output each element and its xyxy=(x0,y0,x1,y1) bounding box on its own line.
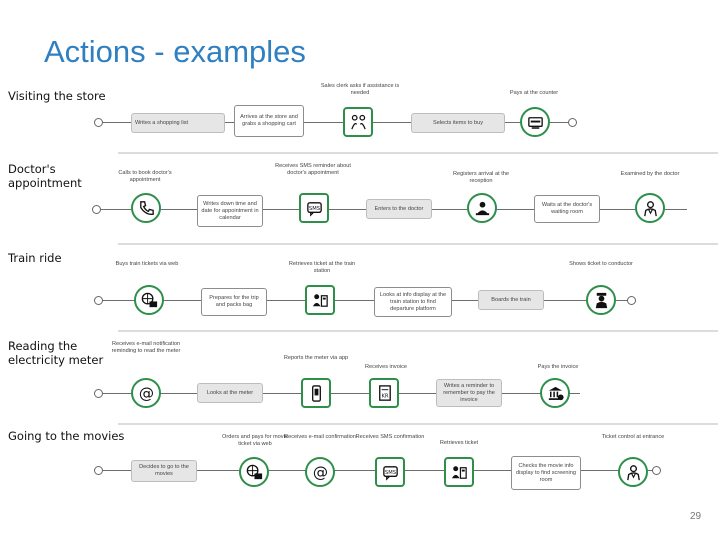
invoice-icon: KR xyxy=(369,378,399,408)
start-dot xyxy=(92,205,101,214)
lane-label: Reading the electricity meter xyxy=(8,339,104,367)
web-ticket-icon xyxy=(239,457,269,487)
email-icon: @ xyxy=(131,378,161,408)
step-caption: Retrieves ticket xyxy=(439,440,479,446)
phone-icon xyxy=(131,193,161,223)
step-box: Boards the train xyxy=(478,290,544,310)
sms-icon: SMS xyxy=(375,457,405,487)
step-box: Selects items to buy xyxy=(411,113,505,133)
start-dot xyxy=(94,296,103,305)
sms-icon: SMS xyxy=(299,193,329,223)
start-dot xyxy=(94,118,103,127)
lane-separator xyxy=(118,152,718,154)
lane-label: Train ride xyxy=(8,251,62,265)
lane-separator xyxy=(118,330,718,332)
step-box: Arrives at the store and grabs a shoppin… xyxy=(234,105,304,137)
page-title: Actions - examples xyxy=(44,34,306,69)
step-caption: Retrieves ticket at the train station xyxy=(288,261,356,274)
step-box: Writes a reminder to remember to pay the… xyxy=(436,379,502,407)
step-caption: Orders and pays for movie ticket via web xyxy=(222,434,288,447)
web-ticket-icon xyxy=(134,285,164,315)
people-icon xyxy=(343,107,373,137)
ticket-machine-icon xyxy=(444,457,474,487)
journey-line xyxy=(100,393,580,395)
step-caption: Examined by the doctor xyxy=(620,171,680,177)
step-caption: Shows ticket to conductor xyxy=(569,261,633,267)
step-caption: Calls to book doctor's appointment xyxy=(118,170,172,183)
lane-separator xyxy=(118,423,718,425)
step-caption: Pays the invoice xyxy=(537,364,579,370)
step-caption: Receives e-mail confirmation xyxy=(284,434,356,440)
step-box: Prepares for the trip and packs bag xyxy=(201,288,267,316)
step-box: Enters to the doctor xyxy=(366,199,432,219)
svg-text:KR: KR xyxy=(381,393,388,399)
svg-text:SMS: SMS xyxy=(384,469,396,475)
step-box: Looks at the meter xyxy=(197,383,263,403)
step-caption: Pays at the counter xyxy=(509,90,559,96)
step-caption: Receives SMS confirmation xyxy=(355,434,425,440)
start-dot xyxy=(94,389,103,398)
lane-label: Visiting the store xyxy=(8,89,106,103)
step-caption: Receives invoice xyxy=(365,364,407,370)
step-caption: Ticket control at entrance xyxy=(601,434,665,440)
conductor-icon xyxy=(586,285,616,315)
svg-text:SMS: SMS xyxy=(308,205,320,211)
step-caption: Sales clerk asks if assistance is needed xyxy=(320,83,400,96)
mobile-app-icon xyxy=(301,378,331,408)
step-box: Writes a shopping list xyxy=(131,113,225,133)
step-caption: Reports the meter via app xyxy=(283,355,349,361)
doctor-icon xyxy=(635,193,665,223)
ticket-machine-icon xyxy=(305,285,335,315)
step-caption: Receives SMS reminder about doctor's app… xyxy=(275,163,351,176)
start-dot xyxy=(94,466,103,475)
end-dot xyxy=(627,296,636,305)
step-caption: Buys train tickets via web xyxy=(115,261,179,267)
journey-line xyxy=(100,122,570,124)
lane-separator xyxy=(118,243,718,245)
step-caption: Registers arrival at the reception xyxy=(453,171,509,184)
step-box: Writes down time and date for appointmen… xyxy=(197,195,263,227)
email-icon: @ xyxy=(305,457,335,487)
card-payment-icon xyxy=(520,107,550,137)
bank-icon xyxy=(540,378,570,408)
receptionist-icon xyxy=(467,193,497,223)
lane-label: Going to the movies xyxy=(8,429,125,443)
lane-label: Doctor's appointment xyxy=(8,162,82,190)
step-box: Waits at the doctor's waiting room xyxy=(534,195,600,223)
step-box: Decides to go to the movies xyxy=(131,460,197,482)
step-box: Checks the movie info display to find sc… xyxy=(511,456,581,490)
ticket-control-icon xyxy=(618,457,648,487)
end-dot xyxy=(568,118,577,127)
svg-text:@: @ xyxy=(138,384,153,402)
step-caption: Receives e-mail notification reminding t… xyxy=(111,341,181,354)
end-dot xyxy=(652,466,661,475)
journey-line xyxy=(100,300,630,302)
step-box: Looks at info display at the train stati… xyxy=(374,287,452,317)
page-number: 29 xyxy=(690,511,702,522)
svg-text:@: @ xyxy=(312,463,327,481)
